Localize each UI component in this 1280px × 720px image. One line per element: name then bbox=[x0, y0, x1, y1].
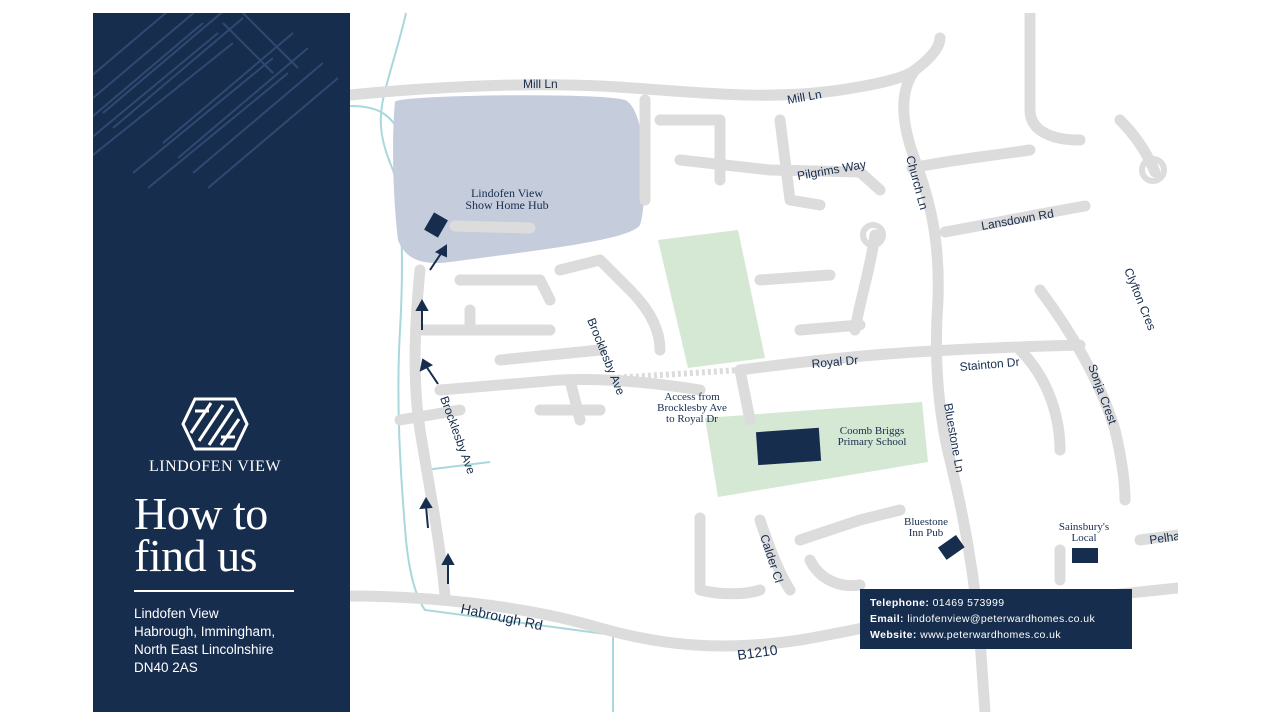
contact-box: Telephone: 01469 573999 Email: lindofenv… bbox=[860, 589, 1132, 649]
website-link[interactable]: www.peterwardhomes.co.uk bbox=[920, 629, 1061, 641]
cul-de-sac bbox=[860, 222, 886, 248]
school-building bbox=[755, 427, 822, 466]
telephone-label: Telephone: bbox=[870, 597, 930, 609]
page-headline: How to find us bbox=[134, 488, 344, 581]
show-home-building bbox=[424, 212, 448, 238]
development-area bbox=[393, 95, 645, 264]
headline-line-2: find us bbox=[134, 530, 258, 581]
brocklesby-ave-road bbox=[409, 264, 451, 602]
road-label-lansdown-rd: Lansdown Rd bbox=[980, 206, 1055, 233]
pub-building bbox=[937, 534, 965, 560]
website-row: Website: www.peterwardhomes.co.uk bbox=[870, 627, 1132, 643]
address-block: Lindofen View Habrough, Immingham, North… bbox=[134, 605, 275, 677]
telephone-value[interactable]: 01469 573999 bbox=[932, 597, 1005, 609]
school-label-line-1: Coomb Briggs bbox=[840, 425, 904, 437]
headline-line-1: How to bbox=[134, 488, 268, 539]
telephone-row: Telephone: 01469 573999 bbox=[870, 595, 1132, 611]
sainsburys-label-line-1: Sainsbury's bbox=[1059, 521, 1109, 533]
lindofen-logo-icon bbox=[181, 397, 249, 451]
brand-name: LINDOFEN VIEW bbox=[149, 458, 281, 475]
playing-field bbox=[658, 230, 765, 368]
school-label-line-2: Primary School bbox=[838, 436, 907, 448]
pub-label-line-1: Bluestone bbox=[904, 516, 948, 528]
road-label-calder-cl: Calder Cl bbox=[757, 533, 786, 585]
road-label-mill-ln: Mill Ln bbox=[523, 77, 558, 91]
website-label: Website: bbox=[870, 629, 917, 641]
email-link[interactable]: lindofenview@peterwardhomes.co.uk bbox=[907, 613, 1096, 625]
address-line: Lindofen View bbox=[134, 606, 219, 621]
sidebar: LINDOFEN VIEW How to find us Lindofen Vi… bbox=[93, 13, 350, 712]
road-label-mill-ln-east: Mill Ln bbox=[786, 87, 823, 107]
road-label-clyfton-cres: Clyfton Cres bbox=[1121, 266, 1159, 332]
route-arrow-icon bbox=[415, 244, 455, 584]
cul-de-sac bbox=[1139, 156, 1167, 184]
address-line: North East Lincolnshire bbox=[134, 642, 274, 657]
access-path bbox=[611, 367, 741, 381]
show-home-label-line-2: Show Home Hub bbox=[465, 198, 548, 212]
show-home-label-line-1: Lindofen View bbox=[471, 186, 543, 200]
road-label-b1210: B1210 bbox=[736, 641, 779, 663]
decorative-line-pattern bbox=[93, 13, 339, 189]
pub-label-line-2: Inn Pub bbox=[909, 527, 944, 539]
sainsburys-label-line-2: Local bbox=[1071, 532, 1096, 544]
address-line: Habrough, Immingham, bbox=[134, 624, 276, 639]
email-label: Email: bbox=[870, 613, 904, 625]
access-label-line-3: to Royal Dr bbox=[666, 413, 718, 425]
access-label-line-1: Access from bbox=[664, 391, 720, 403]
address-line: DN40 2AS bbox=[134, 660, 198, 675]
access-label-line-2: Brocklesby Ave bbox=[657, 402, 727, 414]
road-network bbox=[350, 13, 1178, 712]
location-map[interactable]: Mill Ln Mill Ln Pilgrims Way Church Ln L… bbox=[350, 13, 1178, 712]
road-label-royal-dr: Royal Dr bbox=[811, 353, 859, 371]
email-row: Email: lindofenview@peterwardhomes.co.uk bbox=[870, 611, 1132, 627]
road-label-pilgrims-way: Pilgrims Way bbox=[796, 157, 867, 183]
headline-divider bbox=[134, 590, 294, 592]
road-label-stainton-dr: Stainton Dr bbox=[959, 355, 1020, 374]
road-label-sonja-crest: Sonja Crest bbox=[1085, 362, 1120, 426]
sainsburys-building bbox=[1072, 548, 1098, 563]
road-label-pelham: Pelha bbox=[1148, 529, 1178, 547]
